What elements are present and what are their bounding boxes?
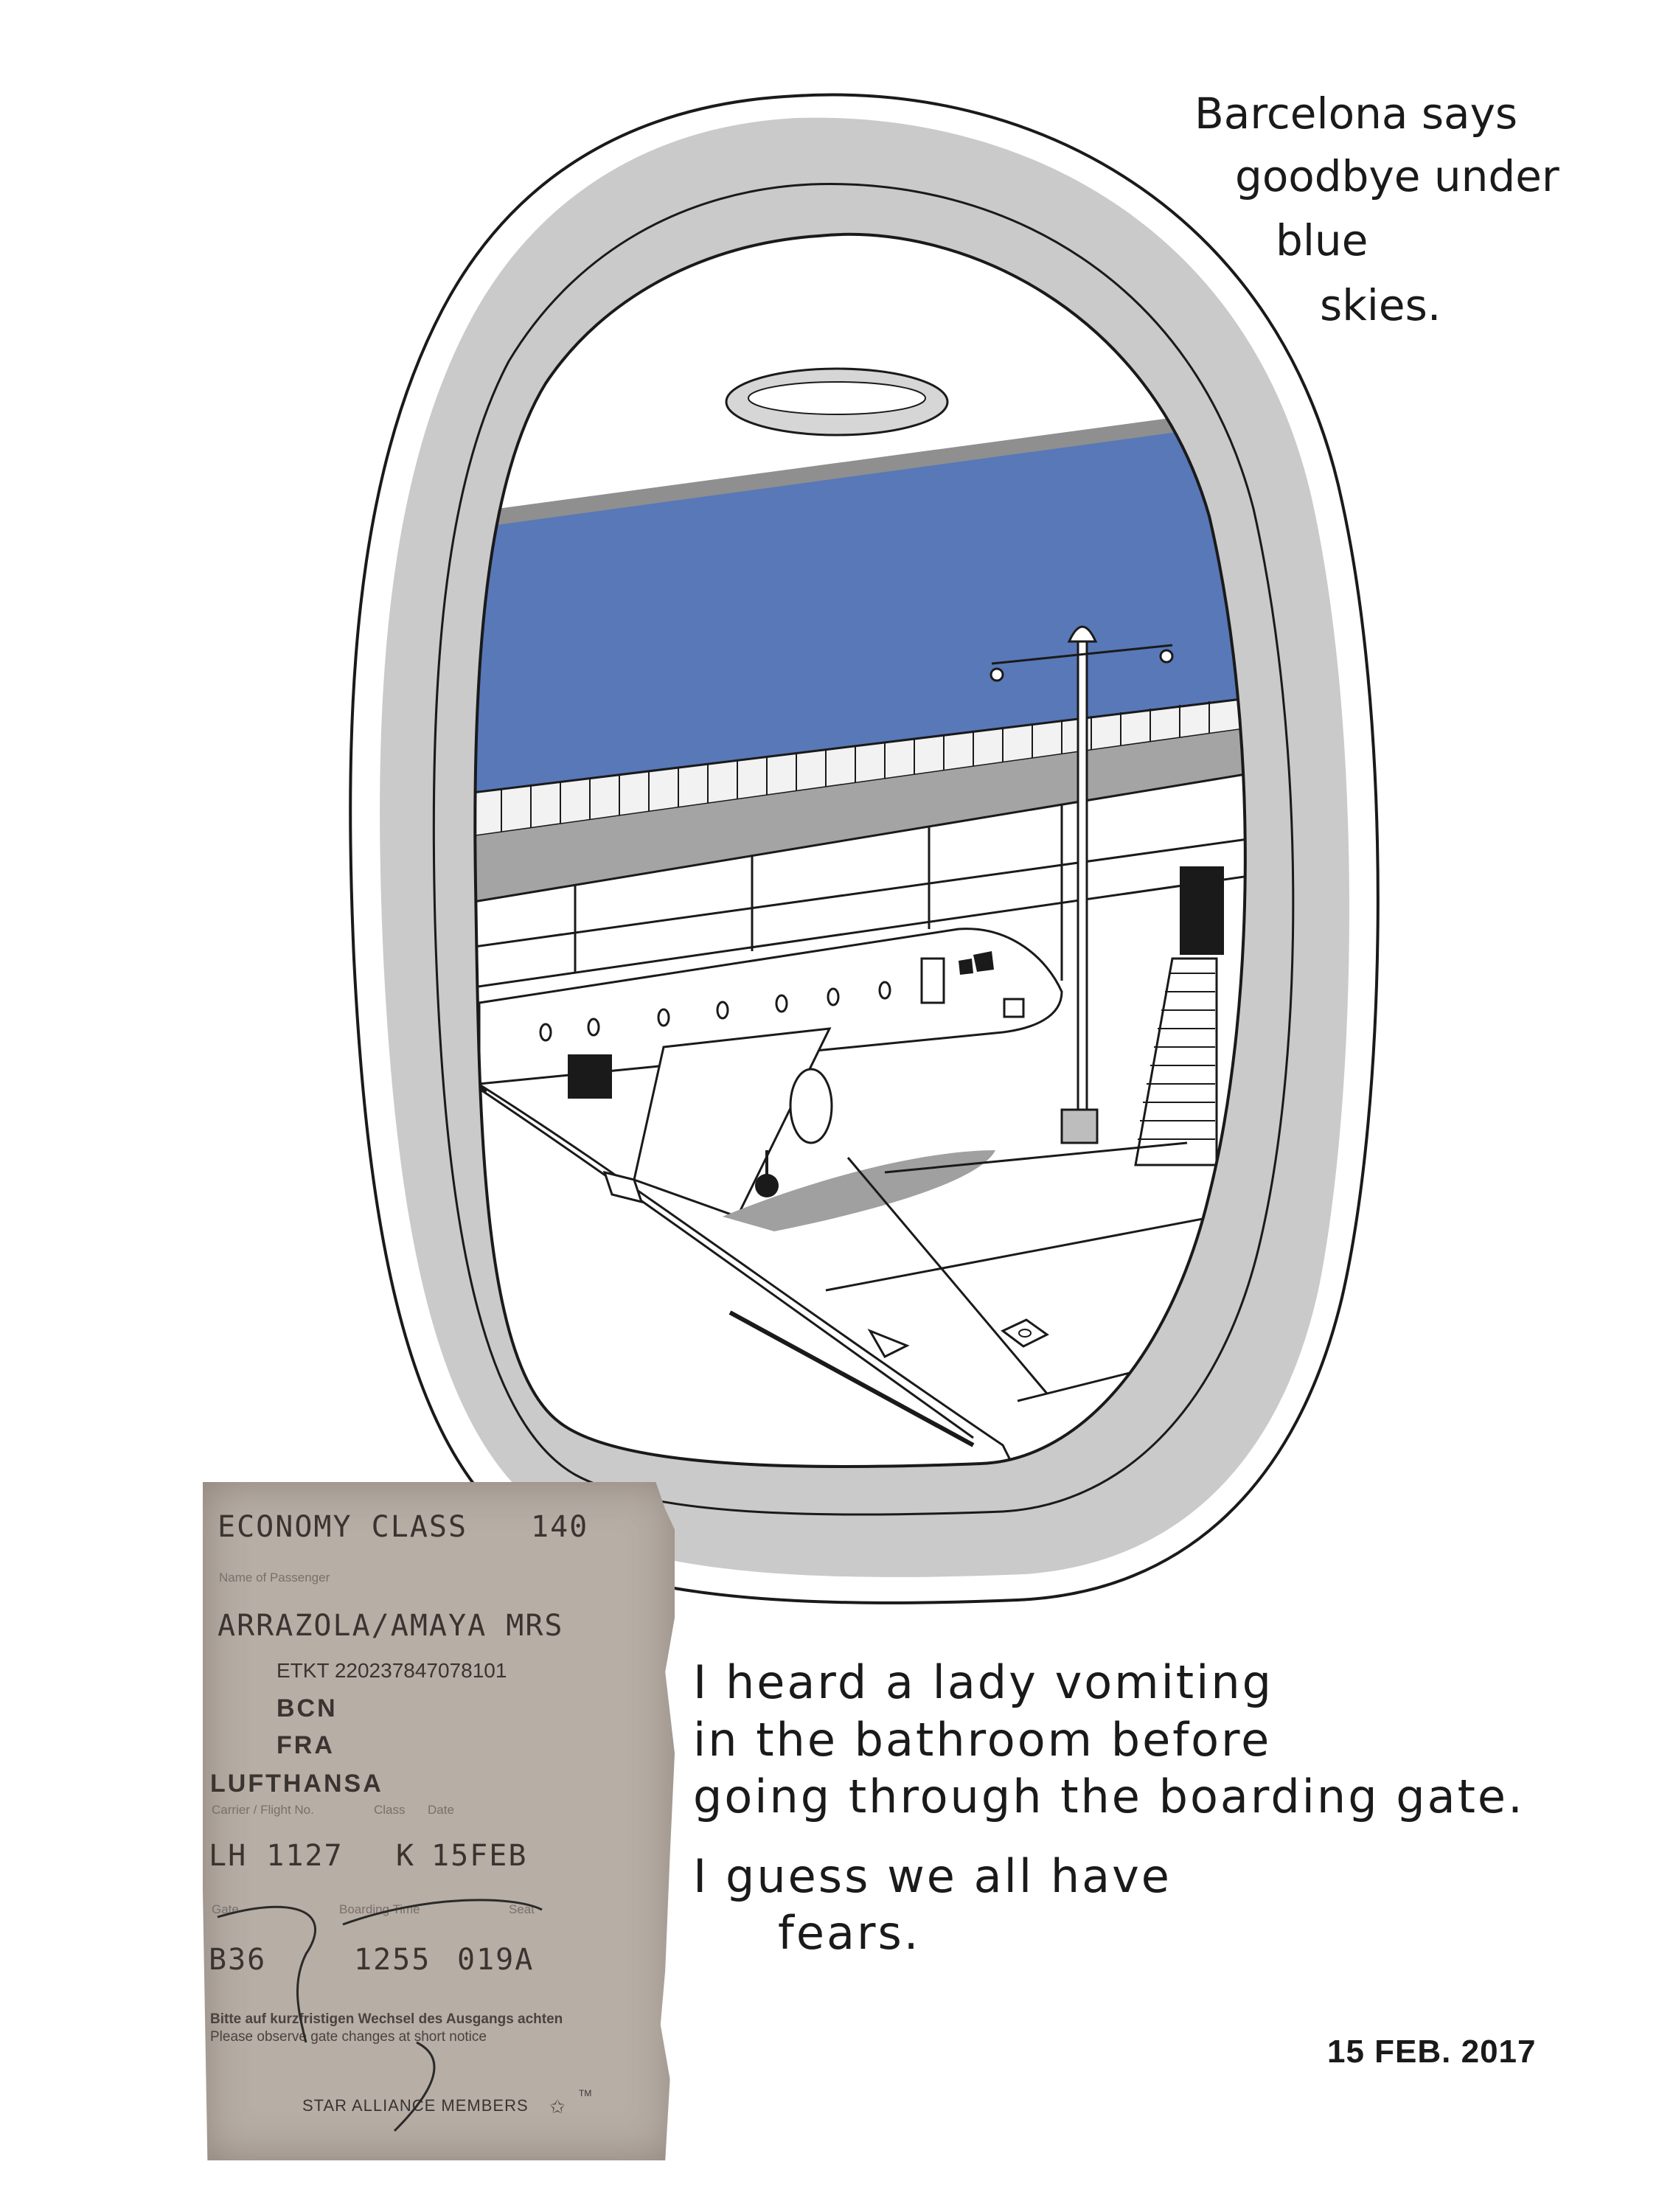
passenger-name: ARRAZOLA/AMAYA MRS — [218, 1609, 564, 1643]
caption-top-line: goodbye under — [1235, 151, 1559, 201]
caption-top-line: blue — [1276, 215, 1368, 265]
flight-date: 15FEB — [431, 1839, 528, 1873]
trademark-mark: TM — [579, 2088, 592, 2098]
date-label: Date — [428, 1803, 454, 1817]
airline-name: LUFTHANSA — [210, 1770, 383, 1798]
origin-airport: BCN — [276, 1694, 338, 1722]
boarding-pass: ECONOMY CLASS 140 Name of Passenger ARRA… — [203, 1482, 675, 2160]
alliance-text: STAR ALLIANCE MEMBERS — [302, 2096, 529, 2115]
name-label: Name of Passenger — [219, 1571, 330, 1585]
caption-top-line: skies. — [1320, 280, 1441, 330]
pen-scribble — [217, 1899, 543, 2132]
caption-top-line: Barcelona says — [1194, 88, 1518, 139]
seat-number: 019A — [457, 1943, 535, 1977]
gate-change-notice-de: Bitte auf kurzfristigen Wechsel des Ausg… — [210, 2011, 563, 2027]
caption-bottom-line: fears. — [778, 1906, 921, 1960]
eticket-number: ETKT 220237847078101 — [276, 1659, 507, 1682]
carrier-label: Carrier / Flight No. — [212, 1803, 314, 1817]
caption-bottom-line: in the bathroom before — [693, 1713, 1272, 1767]
fare-class: K — [396, 1839, 416, 1873]
caption-bottom-line: I heard a lady vomiting — [693, 1655, 1273, 1709]
destination-airport: FRA — [276, 1731, 335, 1759]
flight-number: LH 1127 — [209, 1839, 344, 1873]
gate-change-notice-en: Please observe gate changes at short not… — [210, 2029, 487, 2045]
fare-class-label: Class — [374, 1803, 406, 1817]
boarding-time-label: Boarding Time — [339, 1902, 420, 1916]
boarding-time: 1255 — [354, 1943, 431, 1977]
caption-bottom-line: going through the boarding gate. — [693, 1770, 1525, 1823]
class-line: ECONOMY CLASS — [218, 1510, 468, 1544]
gate-number: B36 — [209, 1943, 267, 1977]
journal-date: 15 FEB. 2017 — [1327, 2034, 1537, 2070]
star-alliance-logo-icon: ✩ — [549, 2090, 566, 2120]
caption-bottom-line: I guess we all have — [693, 1849, 1172, 1903]
class-number: 140 — [531, 1510, 589, 1544]
